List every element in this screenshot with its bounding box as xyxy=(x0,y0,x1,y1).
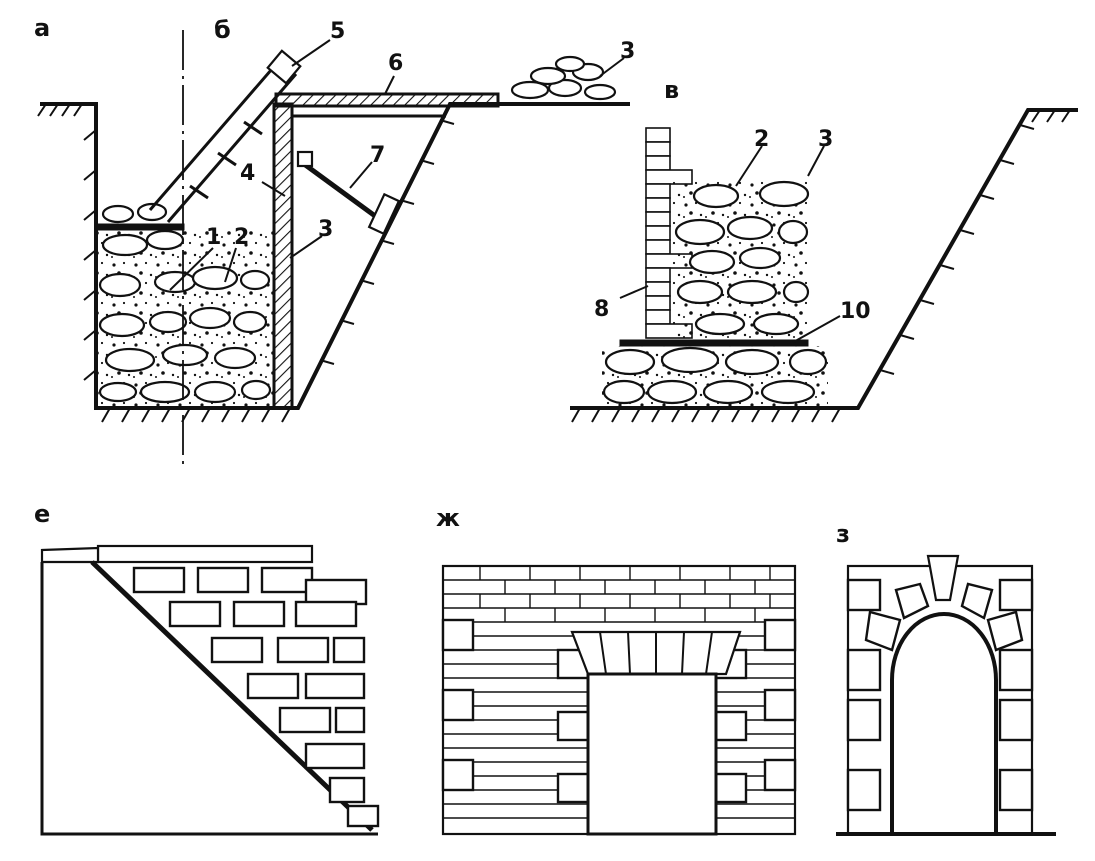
callout-3-top: 3 xyxy=(620,39,635,64)
panel-v-wall xyxy=(570,108,1078,423)
loose-stones-top xyxy=(101,202,168,224)
panel-label-a: а xyxy=(34,14,50,42)
chute xyxy=(148,49,302,223)
panel-zh-wall-opening xyxy=(441,564,797,836)
callout-2-v: 2 xyxy=(754,127,769,152)
callout-1: 1 xyxy=(206,225,221,250)
stone-heap xyxy=(510,55,617,101)
callout-6: 6 xyxy=(388,51,403,76)
callout-7: 7 xyxy=(370,143,385,168)
callout-3-v: 3 xyxy=(818,127,833,152)
callout-3-a: 3 xyxy=(318,217,333,242)
panel-label-zh: ж xyxy=(436,504,460,532)
ground-hatching-slope xyxy=(319,119,455,365)
callout-4: 4 xyxy=(240,161,255,186)
stepped-blocks xyxy=(132,566,380,828)
panel-a-b-trench xyxy=(37,30,630,465)
rubble-stones xyxy=(98,229,272,404)
callout-5: 5 xyxy=(330,19,345,44)
panel-e-stepped-wall xyxy=(40,544,380,836)
arch-voussoirs xyxy=(864,582,1024,652)
callout-10: 10 xyxy=(840,299,871,324)
panel-label-b: б xyxy=(214,16,231,44)
callout-2-a: 2 xyxy=(234,225,249,250)
leader-lines-v xyxy=(619,145,841,345)
leader-lines-a xyxy=(169,39,625,291)
callout-8: 8 xyxy=(594,297,609,322)
foundation-rubble-v xyxy=(602,346,828,405)
rubble-masonry-v xyxy=(674,180,810,336)
jamb-stones xyxy=(846,578,1034,812)
panel-z-arch xyxy=(836,554,1056,836)
ground-hatching-left xyxy=(37,103,291,423)
ground-hatching-v xyxy=(571,109,1071,423)
panel-label-z: з xyxy=(836,520,850,548)
panel-label-e: е xyxy=(34,500,50,528)
panel-label-v: в xyxy=(664,76,679,104)
